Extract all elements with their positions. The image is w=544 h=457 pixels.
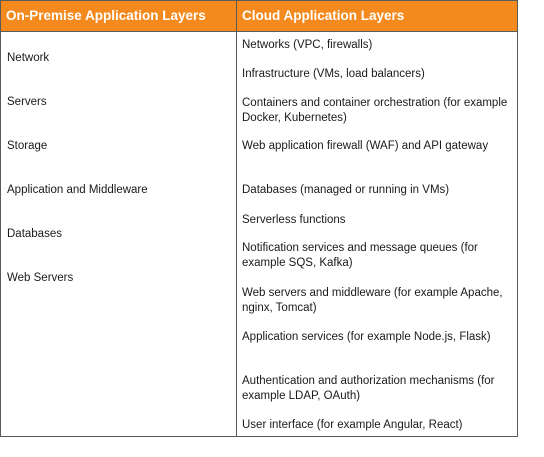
cloud-layer-notification-queues: Notification services and message queues… [242,242,478,269]
cloud-layer-web-servers-middleware: Web servers and middleware (for example … [242,287,503,314]
cloud-layer-serverless: Serverless functions [242,214,346,226]
on-premise-layer-databases: Databases [7,228,62,240]
on-premise-layer-network: Network [7,52,50,64]
column-divider [236,1,237,436]
header-on-premise: On-Premise Application Layers [6,8,206,23]
cloud-layer-waf-api-gateway: Web application firewall (WAF) and API g… [242,140,489,152]
on-premise-layer-storage: Storage [7,140,48,152]
cloud-layer-containers: Containers and container orchestration (… [242,97,508,124]
header-cloud: Cloud Application Layers [242,8,405,23]
cloud-layer-user-interface: User interface (for example Angular, Rea… [242,419,463,431]
cloud-layer-application-services: Application services (for example Node.j… [242,331,491,343]
cloud-layer-networks: Networks (VPC, firewalls) [242,39,373,51]
on-premise-layer-application-middleware: Application and Middleware [7,184,148,196]
comparison-table: On-Premise Application Layers Cloud Appl… [0,0,518,437]
table-header-row: On-Premise Application Layers Cloud Appl… [1,1,517,32]
cloud-layer-authentication: Authentication and authorization mechani… [242,375,495,402]
on-premise-layer-web-servers: Web Servers [7,272,74,284]
on-premise-layer-servers: Servers [7,96,47,108]
cloud-layer-infrastructure: Infrastructure (VMs, load balancers) [242,68,425,80]
cloud-layer-databases: Databases (managed or running in VMs) [242,184,450,196]
